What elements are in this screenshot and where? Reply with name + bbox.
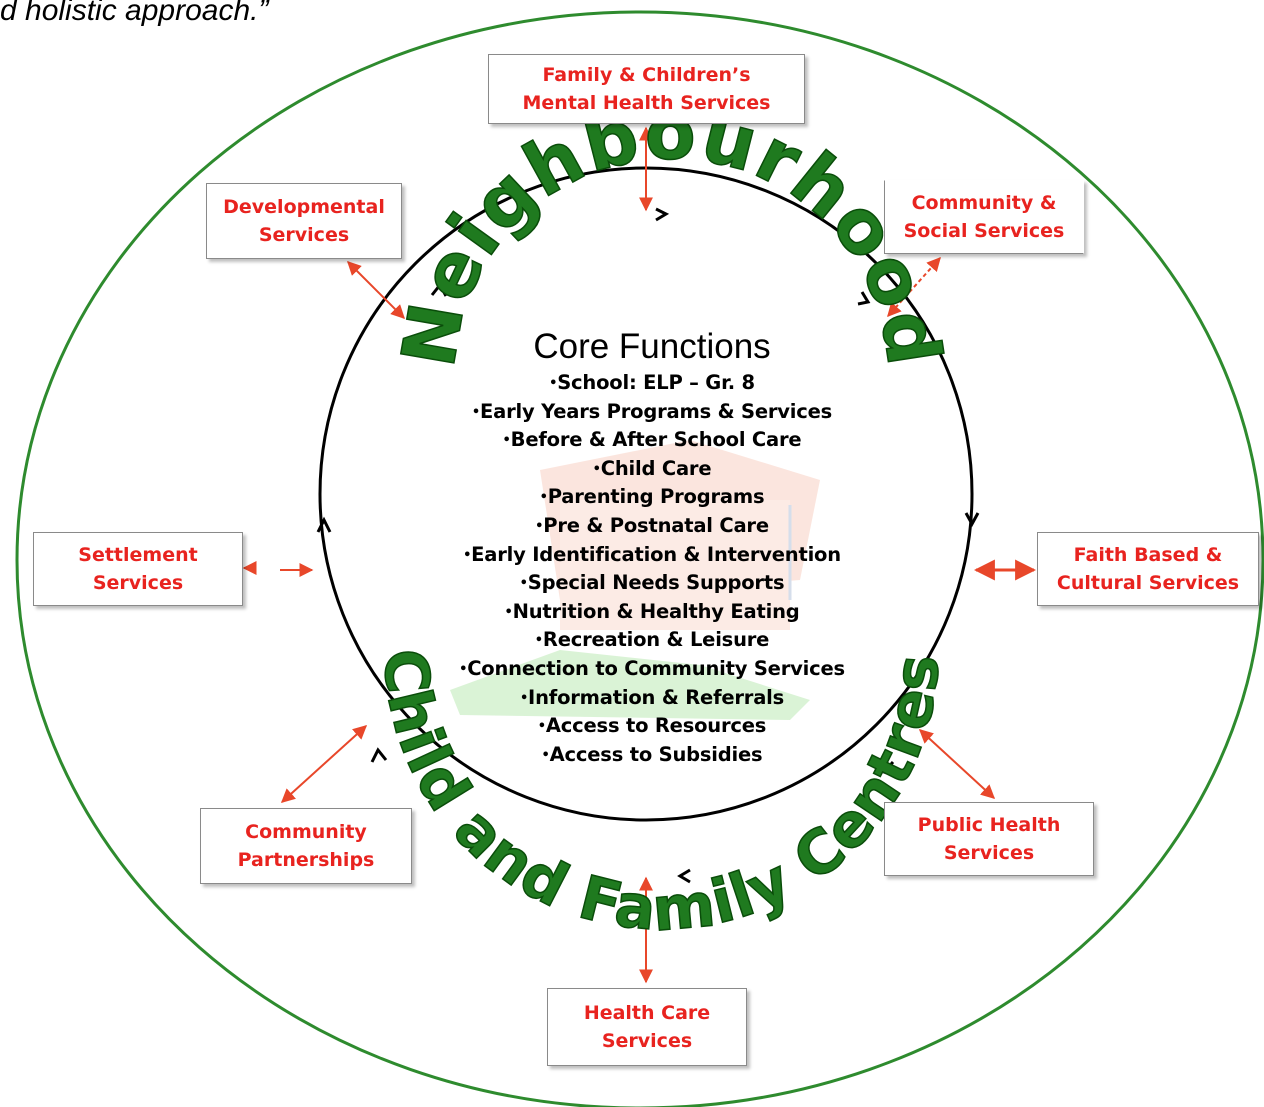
core-function-item: Recreation & Leisure — [400, 626, 904, 655]
community-social-services-box: Community & Social Services — [884, 180, 1084, 254]
core-function-item: Child Care — [400, 455, 904, 484]
core-function-item: Access to Resources — [400, 712, 904, 741]
connector-community-partnerships — [280, 725, 368, 803]
community-partnerships-box: Community Partnerships — [200, 808, 412, 884]
quote-fragment: d holistic approach.” — [0, 0, 269, 27]
service-connectors — [242, 126, 1037, 984]
health-care-services-box: Health Care Services — [547, 988, 747, 1066]
community-social-services-label: Community & Social Services — [903, 192, 1065, 242]
developmental-services-box: Developmental Services — [206, 183, 402, 259]
core-function-item: Connection to Community Services — [400, 655, 904, 684]
public-health-services-label: Public Health Services — [917, 814, 1061, 864]
core-function-item: Special Needs Supports — [400, 569, 904, 598]
settlement-services-box: Settlement Services — [33, 532, 243, 606]
core-function-item: Information & Referrals — [400, 684, 904, 713]
public-health-services-box: Public Health Services — [884, 802, 1094, 876]
connector-public-health — [918, 729, 996, 799]
core-functions-list: School: ELP – Gr. 8 Early Years Programs… — [400, 369, 904, 769]
core-function-item: Parenting Programs — [400, 483, 904, 512]
community-partnerships-label: Community Partnerships — [237, 821, 375, 871]
core-function-item: Nutrition & Healthy Eating — [400, 598, 904, 627]
mental-health-services-box: Family & Children’s Mental Health Servic… — [488, 54, 805, 124]
core-functions: Core Functions School: ELP – Gr. 8 Early… — [400, 325, 904, 769]
mental-health-services-label: Family & Children’s Mental Health Servic… — [522, 64, 771, 114]
core-function-item: Early Years Programs & Services — [400, 398, 904, 427]
health-care-services-label: Health Care Services — [583, 1002, 711, 1052]
core-function-item: Before & After School Care — [400, 426, 904, 455]
core-function-item: Access to Subsidies — [400, 741, 904, 770]
outer-community-ellipse — [15, 10, 1264, 1107]
faith-cultural-services-label: Faith Based & Cultural Services — [1056, 544, 1240, 594]
faith-cultural-services-box: Faith Based & Cultural Services — [1037, 532, 1259, 606]
connector-developmental — [347, 261, 405, 319]
connector-community-social — [887, 256, 941, 318]
core-function-item: Pre & Postnatal Care — [400, 512, 904, 541]
settlement-services-label: Settlement Services — [78, 544, 198, 594]
core-function-item: School: ELP – Gr. 8 — [400, 369, 904, 398]
core-functions-title: Core Functions — [533, 327, 771, 366]
core-function-item: Early Identification & Intervention — [400, 541, 904, 570]
developmental-services-label: Developmental Services — [223, 196, 385, 246]
